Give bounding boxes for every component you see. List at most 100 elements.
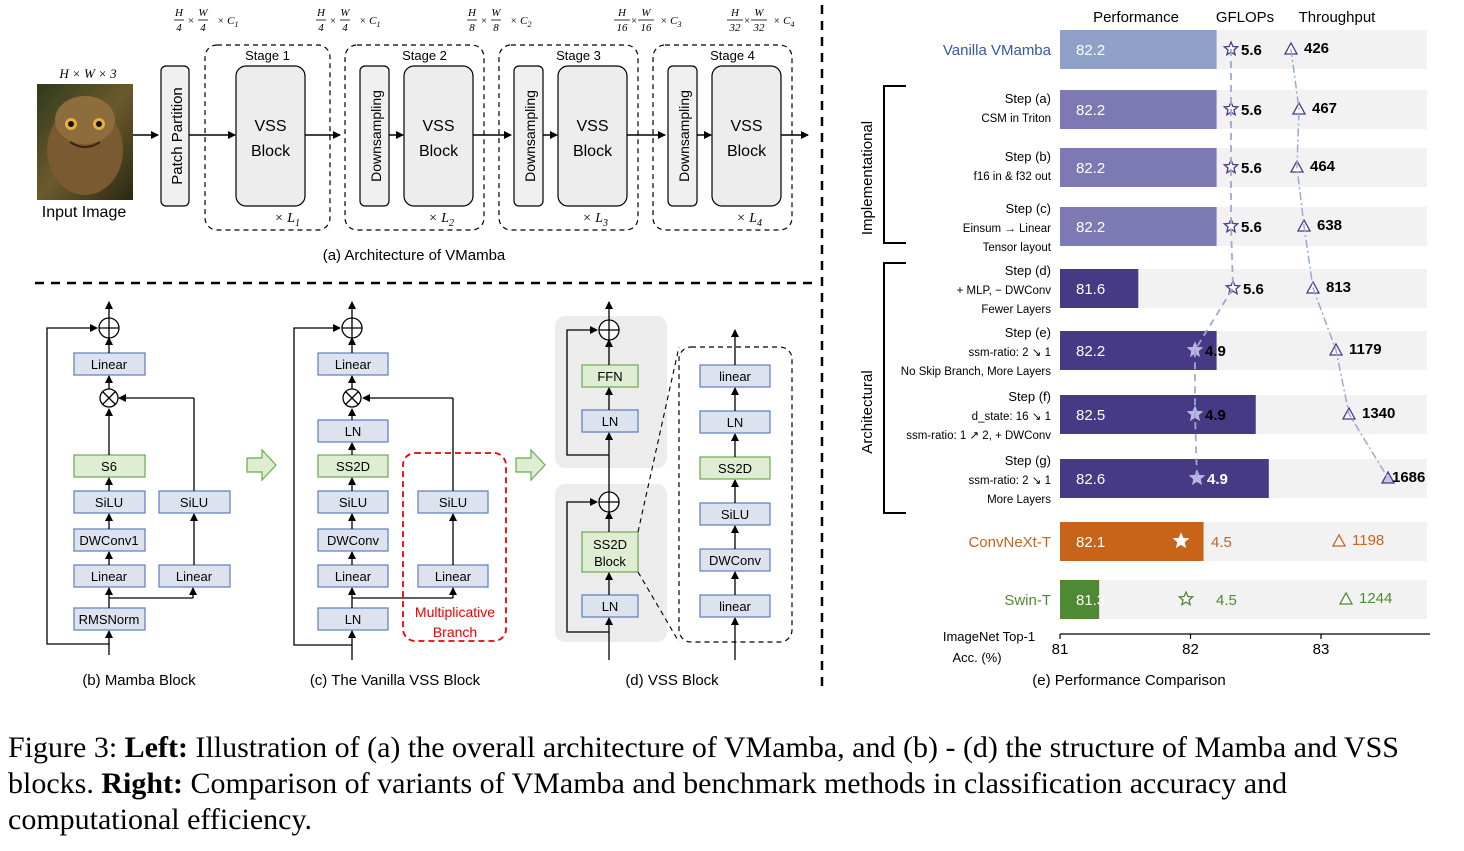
step-description: Einsum → Linear	[963, 223, 1051, 235]
performance-chart: Performance GFLOPs Throughput Implementa…	[859, 9, 1430, 689]
vss-ln-bottom: LN	[602, 599, 619, 614]
vss-ln-top: LN	[602, 414, 619, 429]
mamba-dwconv: DWConv1	[79, 533, 138, 548]
step-label: Step (b)	[1005, 149, 1051, 164]
accuracy-value: 82.2	[1076, 343, 1105, 360]
transition-arrow-icon	[246, 448, 277, 482]
gflops-value: 5.6	[1241, 160, 1262, 177]
step-description: f16 in & f32 out	[974, 171, 1052, 183]
gflops-value: 5.6	[1241, 42, 1262, 59]
dimension-label: H4×W4× C1	[174, 7, 239, 34]
mamba-rmsnorm: RMSNorm	[79, 612, 140, 627]
step-label: Step (c)	[1005, 201, 1051, 216]
vss-block-label: Block	[573, 143, 613, 160]
throughput-trend-line	[1290, 48, 1389, 479]
vss-block	[711, 65, 782, 207]
accuracy-bar	[1060, 395, 1256, 434]
downsampling-label: Downsampling	[522, 90, 538, 182]
throughput-value: 1340	[1362, 405, 1395, 422]
throughput-value: 1179	[1349, 341, 1382, 358]
x-tick-label: 83	[1313, 641, 1330, 658]
stage-title: Stage 2	[402, 48, 447, 63]
accuracy-value: 82.2	[1076, 160, 1105, 177]
svg-text:H: H	[730, 7, 740, 19]
throughput-value: 1244	[1359, 590, 1392, 607]
vanilla-caption: (c) The Vanilla VSS Block	[310, 672, 481, 689]
svg-text:W: W	[754, 7, 764, 19]
mamba-silu-right: SiLU	[180, 495, 208, 510]
step-description: Fewer Layers	[981, 304, 1051, 316]
stage-box	[344, 44, 485, 231]
gflops-star-icon	[1172, 532, 1190, 549]
vss-block-diagram: LN SS2D Block LN FFN linearDWConvSiLUSS2…	[555, 301, 793, 689]
svg-text:H: H	[316, 7, 326, 19]
vanilla-ln-mid: LN	[345, 424, 362, 439]
header-throughput: Throughput	[1299, 9, 1377, 26]
gflops-value: 4.9	[1205, 407, 1226, 424]
accuracy-value: 82.6	[1076, 471, 1105, 488]
group-implementational: Implementational	[859, 121, 876, 235]
dimension-label: H32×W32× C4	[727, 7, 795, 34]
accuracy-bar	[1060, 459, 1269, 498]
downsampling-label: Downsampling	[676, 90, 692, 182]
svg-text:H: H	[467, 7, 477, 19]
svg-text:32: 32	[753, 22, 766, 34]
step-description: Tensor layout	[983, 242, 1052, 254]
gflops-star-icon	[1224, 279, 1242, 296]
throughput-value: 638	[1317, 217, 1342, 234]
downsampling-label: Downsampling	[368, 90, 384, 182]
vss-block-label: VSS	[422, 118, 454, 135]
input-dims: H × W × 3	[58, 66, 117, 81]
svg-text:H: H	[174, 7, 184, 19]
throughput-value: 1198	[1352, 532, 1384, 549]
vanilla-vss-diagram: LN Linear Linear Multiplicative Branch D…	[293, 301, 507, 689]
svg-text:W: W	[491, 7, 501, 19]
gflops-value: 4.9	[1207, 471, 1228, 488]
downsampling-block	[513, 65, 544, 207]
mamba-linear-left: Linear	[91, 569, 128, 584]
gflops-value: 4.5	[1211, 534, 1232, 551]
performance-caption: (e) Performance Comparison	[1032, 672, 1225, 689]
step-description: ssm-ratio: 2 ↘ 1	[969, 475, 1052, 487]
vss-block-label: Block	[727, 143, 767, 160]
method-label: Vanilla VMamba	[943, 42, 1052, 59]
accuracy-value: 81.3	[1076, 592, 1105, 609]
mamba-linear-right: Linear	[176, 569, 213, 584]
caption-fig: Figure 3:	[8, 731, 125, 764]
vanilla-dwconv: DWConv	[327, 533, 380, 548]
mamba-silu-left: SiLU	[95, 495, 123, 510]
vss-ss2d-label-1: SS2D	[593, 537, 627, 552]
accuracy-bar	[1060, 30, 1217, 69]
group-architectural: Architectural	[859, 370, 876, 453]
gflops-value: 4.5	[1216, 592, 1237, 609]
detail-dwconv-label: DWConv	[709, 553, 762, 568]
x-tick-label: 82	[1182, 641, 1199, 658]
svg-text:× C2: × C2	[510, 15, 532, 29]
stage-title: Stage 3	[556, 48, 601, 63]
svg-text:16: 16	[617, 22, 629, 34]
vanilla-silu-right: SiLU	[439, 495, 467, 510]
throughput-value: 426	[1304, 40, 1329, 57]
header-performance: Performance	[1093, 9, 1179, 26]
stage-box	[498, 44, 639, 231]
step-description: No Skip Branch, More Layers	[901, 366, 1051, 378]
svg-text:8: 8	[493, 22, 499, 34]
vss-block	[403, 65, 474, 207]
gflops-star-icon	[1188, 469, 1206, 486]
svg-text:H: H	[617, 7, 627, 19]
svg-text:W: W	[198, 7, 208, 19]
step-description: CSM in Triton	[981, 113, 1051, 125]
multiplicative-branch-label-1: Multiplicative	[415, 604, 495, 620]
svg-text:× C4: × C4	[773, 15, 795, 29]
vss-ffn: FFN	[597, 369, 622, 384]
patch-partition-block	[160, 65, 190, 207]
input-image-label: Input Image	[42, 204, 127, 221]
vanilla-linear-right: Linear	[435, 569, 472, 584]
svg-text:32: 32	[729, 22, 742, 34]
accuracy-value: 82.2	[1076, 219, 1105, 236]
vss-ss2d-label-2: Block	[594, 554, 626, 569]
svg-text:× C3: × C3	[660, 15, 682, 29]
